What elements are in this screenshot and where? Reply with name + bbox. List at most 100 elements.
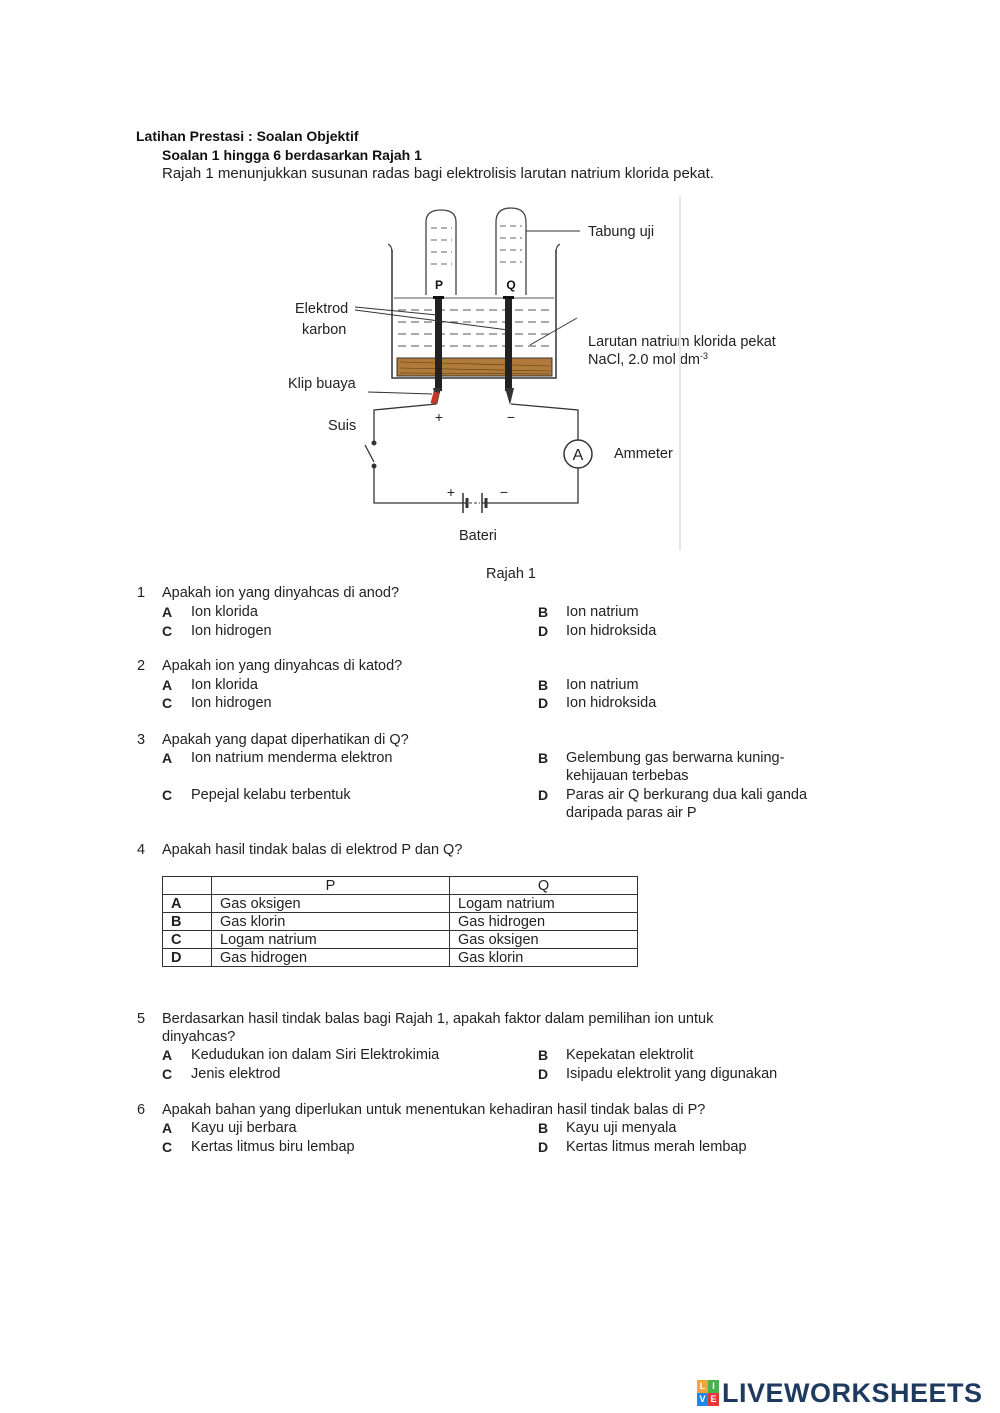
question-1-text: Apakah ion yang dinyahcas di anod? (162, 585, 400, 601)
table-header-p: P (211, 876, 450, 895)
question-3-number: 3 (137, 732, 146, 748)
question-2-number: 2 (137, 658, 146, 674)
electrode-p (435, 296, 442, 391)
table-cell-letter: B (162, 912, 212, 931)
circuit-wires (364, 403, 579, 504)
cathode-sign: − (507, 409, 515, 425)
question-1-letter-b: B (538, 604, 549, 620)
table-row[interactable]: C Logam natrium Gas oksigen (162, 930, 638, 949)
question-2-letter-a: A (162, 677, 173, 693)
question-1-option-c[interactable]: Ion hidrogen (191, 623, 272, 639)
question-1-option-b[interactable]: Ion natrium (566, 604, 639, 620)
question-4-number: 4 (137, 842, 146, 858)
worksheet-intro: Rajah 1 menunjukkan susunan radas bagi e… (162, 165, 714, 182)
question-5-text-line2: dinyahcas? (162, 1029, 236, 1045)
question-5-letter-c: C (162, 1066, 173, 1082)
question-6-option-d[interactable]: Kertas litmus merah lembap (566, 1139, 747, 1155)
question-2-option-a[interactable]: Ion klorida (191, 677, 258, 693)
electrode-q (505, 296, 512, 391)
question-2-text: Apakah ion yang dinyahcas di katod? (162, 658, 403, 674)
leader-lines (354, 230, 580, 395)
question-6-option-a[interactable]: Kayu uji berbara (191, 1120, 297, 1136)
table-header-q: Q (449, 876, 638, 895)
table-row[interactable]: D Gas hidrogen Gas klorin (162, 948, 638, 967)
question-5-option-a[interactable]: Kedudukan ion dalam Siri Elektrokimia (191, 1047, 440, 1063)
liveworksheets-wordmark: LIVEWORKSHEETS (722, 1377, 983, 1408)
table-cell-p: Logam natrium (211, 930, 450, 949)
test-tube-p (425, 209, 457, 295)
table-cell-q: Gas klorin (449, 948, 638, 967)
label-solution-line2: NaCl, 2.0 mol dm-3 (588, 351, 708, 368)
question-3-letter-b: B (538, 750, 549, 766)
table-cell-letter: C (162, 930, 212, 949)
question-3-option-d-line1[interactable]: Paras air Q berkurang dua kali ganda (566, 787, 808, 803)
question-3-option-b-line2[interactable]: kehijauan terbebas (566, 768, 689, 784)
table-cell-letter: D (162, 948, 212, 967)
question-3-letter-d: D (538, 787, 549, 803)
electrolysis-diagram: A P Q + − + − Tabung uji Elektrod karbon… (288, 196, 776, 550)
table-header-blank (162, 876, 212, 895)
label-battery: Bateri (459, 528, 497, 544)
electrolyte (394, 297, 554, 347)
table-row[interactable]: B Gas klorin Gas hidrogen (162, 912, 638, 931)
battery-plus-sign: + (447, 484, 455, 500)
question-6-text: Apakah bahan yang diperlukan untuk menen… (162, 1102, 706, 1118)
question-5-letter-b: B (538, 1047, 549, 1063)
label-electrode-line2: karbon (302, 322, 346, 338)
question-1-letter-c: C (162, 623, 173, 639)
question-5-option-b[interactable]: Kepekatan elektrolit (566, 1047, 694, 1063)
test-tube-q (495, 207, 527, 295)
label-electrode-line1: Elektrod (295, 301, 348, 317)
liveworksheets-brand[interactable]: L I V E LIVEWORKSHEETS (697, 1378, 983, 1408)
question-1-letter-d: D (538, 623, 549, 639)
table-cell-p: Gas hidrogen (211, 948, 450, 967)
question-3-option-c[interactable]: Pepejal kelabu terbentuk (191, 787, 351, 803)
question-5-letter-d: D (538, 1066, 549, 1082)
ammeter-symbol (563, 439, 593, 469)
question-6-letter-a: A (162, 1120, 173, 1136)
label-test-tube: Tabung uji (588, 224, 654, 240)
question-2-option-b[interactable]: Ion natrium (566, 677, 639, 693)
liveworksheets-logo-icon: L I V E (697, 1380, 719, 1406)
diagram-caption: Rajah 1 (486, 566, 536, 582)
question-1-option-d[interactable]: Ion hidroksida (566, 623, 657, 639)
question-5-option-c[interactable]: Jenis elektrod (191, 1066, 281, 1082)
question-1-number: 1 (137, 585, 146, 601)
question-6-letter-d: D (538, 1139, 549, 1155)
question-4-text: Apakah hasil tindak balas di elektrod P … (162, 842, 463, 858)
worksheet-title: Latihan Prestasi : Soalan Objektif (136, 128, 359, 144)
question-4-answer-table: P Q A Gas oksigen Logam natrium B Gas kl… (162, 876, 638, 967)
question-2-letter-d: D (538, 695, 549, 711)
question-2-letter-b: B (538, 677, 549, 693)
question-2-option-c[interactable]: Ion hidrogen (191, 695, 272, 711)
question-5-text-line1: Berdasarkan hasil tindak balas bagi Raja… (162, 1011, 714, 1027)
crocodile-clip-q (505, 388, 514, 405)
question-1-option-a[interactable]: Ion klorida (191, 604, 258, 620)
question-5-number: 5 (137, 1011, 146, 1027)
anode-sign: + (435, 409, 443, 425)
label-switch: Suis (328, 418, 356, 434)
question-2-option-d[interactable]: Ion hidroksida (566, 695, 657, 711)
beaker (387, 243, 561, 379)
question-6-option-b[interactable]: Kayu uji menyala (566, 1120, 677, 1136)
table-row[interactable]: A Gas oksigen Logam natrium (162, 894, 638, 913)
electrode-q-label: Q (506, 278, 515, 292)
table-cell-p: Gas klorin (211, 912, 450, 931)
question-3-option-d-line2[interactable]: daripada paras air P (566, 805, 697, 821)
crocodile-clip-p (430, 388, 441, 405)
question-3-option-a[interactable]: Ion natrium menderma elektron (191, 750, 393, 766)
question-3-option-b-line1[interactable]: Gelembung gas berwarna kuning- (566, 750, 785, 766)
worksheet-subtitle: Soalan 1 hingga 6 berdasarkan Rajah 1 (162, 147, 422, 163)
table-cell-p: Gas oksigen (211, 894, 450, 913)
question-6-option-c[interactable]: Kertas litmus biru lembap (191, 1139, 355, 1155)
table-cell-q: Gas hidrogen (449, 912, 638, 931)
table-cell-q: Logam natrium (449, 894, 638, 913)
question-5-option-d[interactable]: Isipadu elektrolit yang digunakan (566, 1066, 778, 1082)
question-3-letter-c: C (162, 787, 173, 803)
table-cell-q: Gas oksigen (449, 930, 638, 949)
battery-symbol (462, 493, 488, 513)
table-cell-letter: A (162, 894, 212, 913)
ammeter-letter: A (573, 447, 584, 464)
question-5-letter-a: A (162, 1047, 173, 1063)
question-1-letter-a: A (162, 604, 173, 620)
